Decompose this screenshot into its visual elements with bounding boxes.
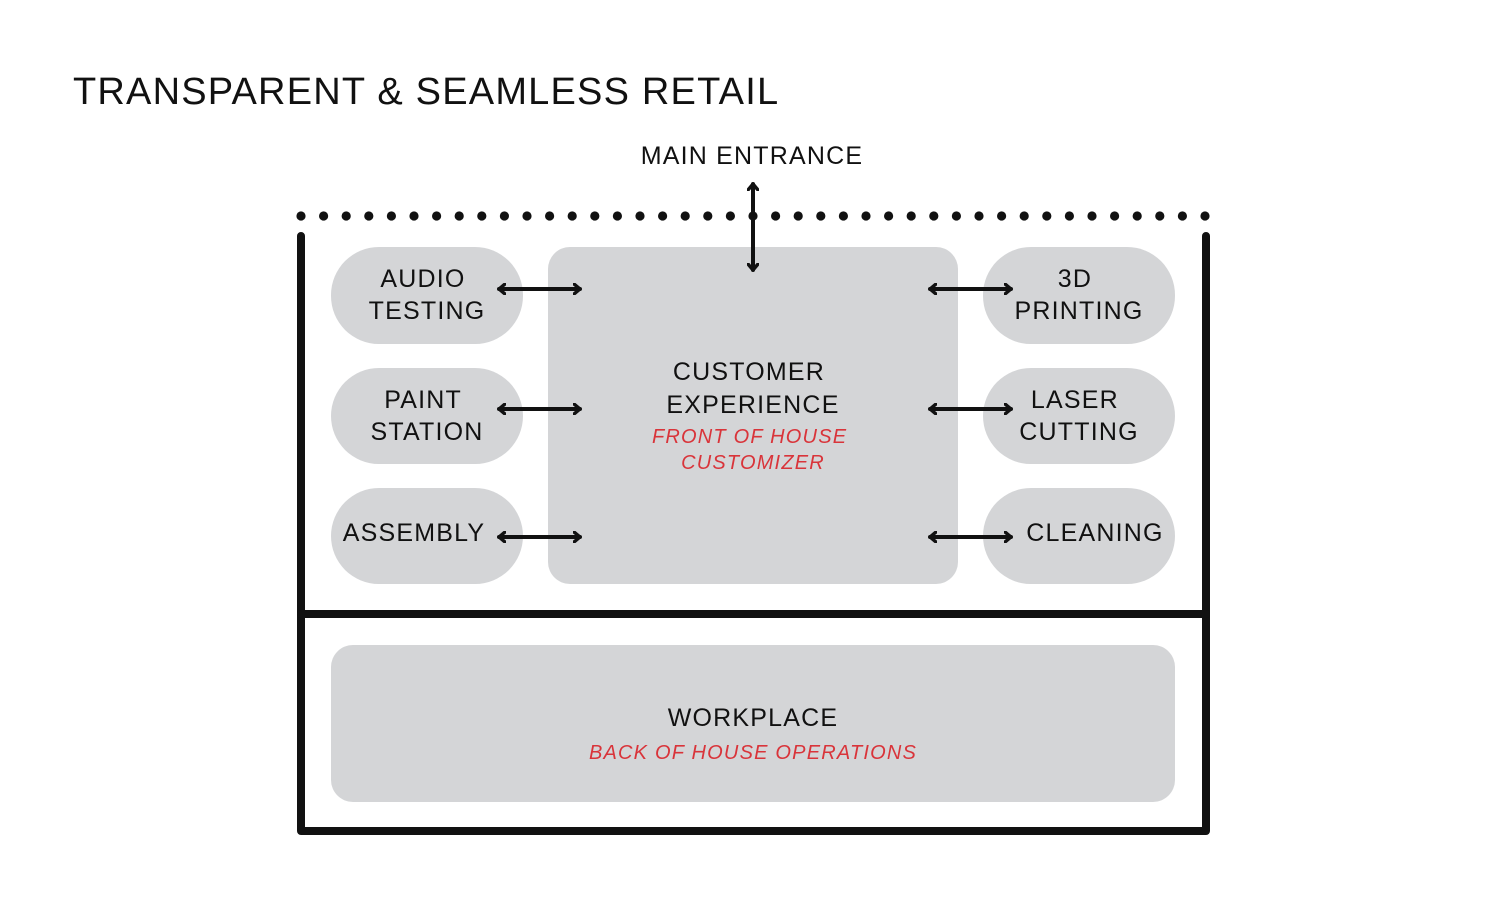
entrance-dot: [838, 211, 849, 221]
customer-experience-title: CUSTOMER EXPERIENCE: [666, 358, 839, 419]
entrance-dot: [974, 211, 984, 221]
station-label: ASSEMBLY: [343, 519, 486, 547]
entrance-dot: [432, 211, 442, 221]
workplace-subtitle: BACK OF HOUSE OPERATIONS: [589, 742, 917, 764]
station-label: PAINT STATION: [370, 386, 483, 446]
station-label-line: CLEANING: [1026, 519, 1163, 547]
entrance-dot: [884, 211, 894, 221]
entrance-dot: [319, 211, 329, 221]
entrance-dot: [296, 211, 306, 221]
entrance-dot: [997, 211, 1007, 221]
building-outline: [297, 232, 1210, 835]
station-paint-station: PAINT STATION: [331, 368, 523, 464]
entrance-dot: [545, 211, 555, 221]
entrance-dot: [703, 211, 713, 221]
entrance-dot: [1200, 211, 1210, 221]
entrance-dot: [522, 211, 532, 221]
entrance-dot: [1132, 211, 1142, 221]
station-3d-printing: 3D PRINTING: [983, 247, 1175, 344]
entrance-dot: [409, 211, 419, 221]
workplace-panel: [331, 645, 1175, 802]
station-pill: [331, 488, 523, 584]
station-label: LASER CUTTING: [1019, 386, 1139, 446]
entrance-dot: [1155, 211, 1165, 221]
customer-experience-subtitle-line: CUSTOMIZER: [681, 452, 825, 474]
entrance-dotted-line: [296, 211, 1210, 221]
entrance-dot: [658, 211, 668, 221]
station-label-line: CUTTING: [1019, 418, 1139, 446]
entrance-dot: [1042, 211, 1052, 221]
entrance-dot: [635, 211, 645, 221]
entrance-dot: [1087, 211, 1097, 221]
entrance-dot: [861, 211, 871, 221]
entrance-dot: [1064, 211, 1074, 221]
entrance-dot: [929, 211, 939, 221]
customer-experience-panel: [548, 247, 958, 584]
customer-experience-title-line: CUSTOMER: [673, 358, 825, 386]
entrance-dot: [454, 211, 464, 221]
entrance-dot: [499, 211, 509, 221]
customer-experience-title-line: EXPERIENCE: [666, 391, 839, 419]
station-label: CLEANING: [1026, 519, 1163, 547]
entrance-dot: [725, 211, 736, 221]
entrance-dot: [680, 211, 690, 221]
station-label-line: ASSEMBLY: [343, 519, 486, 547]
station-label: AUDIO TESTING: [369, 265, 486, 325]
station-pill: [983, 247, 1175, 344]
outer-wall: [297, 232, 1210, 835]
entrance-dot: [1019, 211, 1029, 221]
station-laser-cutting: LASER CUTTING: [983, 368, 1175, 464]
workplace-title: WORKPLACE: [668, 704, 839, 732]
station-label-line: PRINTING: [1014, 297, 1143, 325]
station-pill: [331, 368, 523, 464]
station-pill: [331, 247, 523, 344]
entrance-dot: [386, 211, 396, 221]
connector-arrows: [497, 182, 1013, 537]
entrance-dot: [567, 211, 577, 221]
station-assembly: ASSEMBLY: [331, 488, 523, 584]
station-label-line: PAINT: [384, 386, 461, 414]
entrance-dot: [612, 211, 623, 221]
station-label-line: LASER: [1031, 386, 1119, 414]
station-label-line: AUDIO: [380, 265, 465, 293]
station-label: 3D PRINTING: [1014, 265, 1143, 325]
customer-experience-subtitle-line: FRONT OF HOUSE: [652, 426, 847, 448]
station-pill: [983, 368, 1175, 464]
main-entrance-label: MAIN ENTRANCE: [641, 142, 864, 170]
entrance-dot: [951, 211, 962, 221]
entrance-dot: [816, 211, 826, 221]
entrance-dot: [771, 211, 781, 221]
station-pill: [983, 488, 1175, 584]
entrance-dot: [1177, 211, 1187, 221]
entrance-dot: [590, 211, 600, 221]
entrance-dot: [477, 211, 487, 221]
station-audio-testing: AUDIO TESTING: [331, 247, 523, 344]
station-label-line: STATION: [370, 418, 483, 446]
page-title: TRANSPARENT & SEAMLESS RETAIL: [73, 71, 779, 113]
entrance-dot: [793, 211, 803, 221]
entrance-dot: [1110, 211, 1120, 221]
customer-experience-subtitle: FRONT OF HOUSE CUSTOMIZER: [652, 426, 854, 474]
station-label-line: TESTING: [369, 297, 486, 325]
station-label-line: 3D: [1058, 265, 1092, 293]
entrance-dot: [364, 211, 374, 221]
entrance-dot: [906, 211, 916, 221]
station-cleaning: CLEANING: [983, 488, 1175, 584]
entrance-dot: [341, 211, 351, 221]
